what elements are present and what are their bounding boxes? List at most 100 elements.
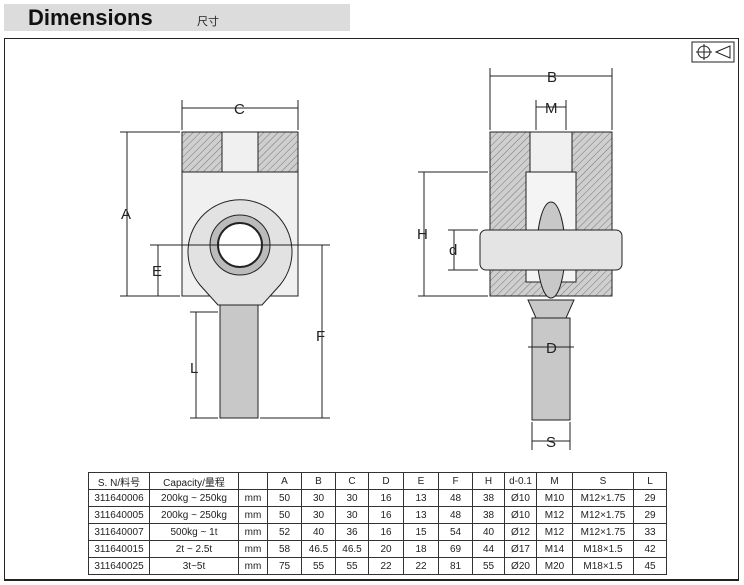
header-cell: A xyxy=(267,472,302,490)
table-cell: M12×1.75 xyxy=(572,489,634,507)
table-cell: M18×1.5 xyxy=(572,557,634,575)
table-cell: 38 xyxy=(472,489,505,507)
header-cell: C xyxy=(335,472,369,490)
table-cell: 50 xyxy=(267,489,302,507)
side-view xyxy=(418,68,623,450)
projection-symbol-icon xyxy=(691,41,735,63)
table-cell: 200kg ~ 250kg xyxy=(149,506,239,524)
table-cell: 30 xyxy=(301,506,336,524)
table-cell: M12×1.75 xyxy=(572,506,634,524)
table-cell: 46.5 xyxy=(301,540,336,558)
table-cell: mm xyxy=(238,506,268,524)
table-cell: 38 xyxy=(472,506,505,524)
table-cell: M18×1.5 xyxy=(572,540,634,558)
table-cell: 16 xyxy=(368,523,404,541)
drawing-frame xyxy=(4,38,739,581)
dim-l: L xyxy=(190,360,198,377)
header-cell: B xyxy=(301,472,336,490)
header-cell xyxy=(238,472,268,490)
table-cell: 54 xyxy=(438,523,473,541)
table-cell: 311640006 xyxy=(88,489,150,507)
table-cell: Ø17 xyxy=(504,540,537,558)
table-cell: 20 xyxy=(368,540,404,558)
dim-m: M xyxy=(545,100,558,117)
table-cell: 30 xyxy=(301,489,336,507)
dimension-labels: C A E F L B M H d D S xyxy=(121,69,558,451)
table-cell: 13 xyxy=(403,506,439,524)
table-cell: 50 xyxy=(267,506,302,524)
table-cell: 75 xyxy=(267,557,302,575)
table-cell: 44 xyxy=(472,540,505,558)
dim-s: S xyxy=(546,434,556,451)
table-cell: 81 xyxy=(438,557,473,575)
table-cell: Ø10 xyxy=(504,489,537,507)
table-cell: 13 xyxy=(403,489,439,507)
table-cell: mm xyxy=(238,523,268,541)
table-cell: 55 xyxy=(335,557,369,575)
table-cell: mm xyxy=(238,540,268,558)
table-header-row: S. N/料号 Capacity/量程 A B C D E F H d-0.1 … xyxy=(88,472,667,490)
table-cell: M20 xyxy=(536,557,573,575)
table-cell: 46.5 xyxy=(335,540,369,558)
table-cell: 18 xyxy=(403,540,439,558)
table-cell: 311640015 xyxy=(88,540,150,558)
table-cell: 16 xyxy=(368,489,404,507)
table-cell: mm xyxy=(238,557,268,575)
table-cell: 58 xyxy=(267,540,302,558)
table-cell: 48 xyxy=(438,506,473,524)
header-cell: F xyxy=(438,472,473,490)
table-cell: Ø12 xyxy=(504,523,537,541)
table-cell: 33 xyxy=(633,523,667,541)
table-cell: 2t ~ 2.5t xyxy=(149,540,239,558)
table-cell: 30 xyxy=(335,506,369,524)
table-cell: 40 xyxy=(472,523,505,541)
table-cell: 29 xyxy=(633,506,667,524)
table-cell: M12 xyxy=(536,506,573,524)
table-cell: 3t~5t xyxy=(149,557,239,575)
table-cell: 29 xyxy=(633,489,667,507)
table-cell: 40 xyxy=(301,523,336,541)
table-cell: M12 xyxy=(536,523,573,541)
table-cell: Ø20 xyxy=(504,557,537,575)
header-cell: d-0.1 xyxy=(504,472,537,490)
header-cell: D xyxy=(368,472,404,490)
dimensions-table: S. N/料号 Capacity/量程 A B C D E F H d-0.1 … xyxy=(88,472,667,575)
table-cell: 500kg ~ 1t xyxy=(149,523,239,541)
table-cell: 45 xyxy=(633,557,667,575)
dim-c: C xyxy=(234,101,245,118)
table-cell: 200kg ~ 250kg xyxy=(149,489,239,507)
dim-b: B xyxy=(547,69,557,86)
table-cell: 15 xyxy=(403,523,439,541)
table-cell: 52 xyxy=(267,523,302,541)
table-cell: 36 xyxy=(335,523,369,541)
table-cell: 55 xyxy=(472,557,505,575)
section-title: Dimensions xyxy=(28,5,153,30)
dim-a: A xyxy=(121,206,131,223)
table-cell: 311640025 xyxy=(88,557,150,575)
dim-d: D xyxy=(546,340,557,357)
table-cell: 69 xyxy=(438,540,473,558)
dim-e: E xyxy=(152,263,162,280)
table-cell: 311640005 xyxy=(88,506,150,524)
dim-f: F xyxy=(316,328,325,345)
header-cell: L xyxy=(633,472,667,490)
table-cell: 30 xyxy=(335,489,369,507)
section-subtitle: 尺寸 xyxy=(197,16,219,28)
table-cell: 311640007 xyxy=(88,523,150,541)
header-cell: M xyxy=(536,472,573,490)
table-cell: M12×1.75 xyxy=(572,523,634,541)
header-cell: E xyxy=(403,472,439,490)
header-cell: S. N/料号 xyxy=(88,472,150,490)
table-cell: Ø10 xyxy=(504,506,537,524)
table-cell: 22 xyxy=(368,557,404,575)
dim-d-small: d xyxy=(449,242,457,259)
table-cell: M10 xyxy=(536,489,573,507)
table-cell: 48 xyxy=(438,489,473,507)
header-cell: Capacity/量程 xyxy=(149,472,239,490)
header-cell: S xyxy=(572,472,634,490)
